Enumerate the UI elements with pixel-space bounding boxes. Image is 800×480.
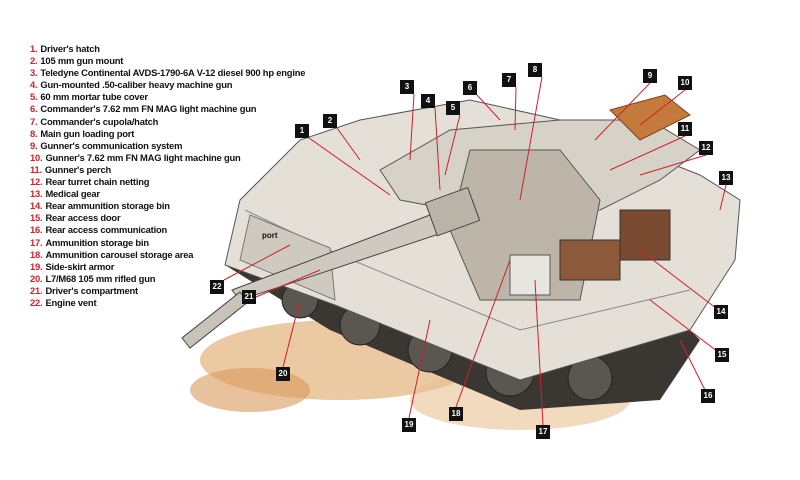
legend-item: 10.Gunner's 7.62 mm FN MAG light machine… — [30, 152, 305, 164]
legend-label: Commander's 7.62 mm FN MAG light machine… — [40, 103, 257, 115]
callout-18: 18 — [449, 407, 463, 421]
legend-item: 6.Commander's 7.62 mm FN MAG light machi… — [30, 103, 305, 115]
legend-number: 21. — [30, 284, 43, 296]
callout-10: 10 — [678, 76, 692, 90]
legend-number: 9. — [30, 139, 38, 151]
callout-3: 3 — [400, 80, 414, 94]
legend-item: 4.Gun-mounted .50-caliber heavy machine … — [30, 79, 305, 91]
legend-number: 22. — [30, 296, 43, 308]
legend-item: 17.Ammunition storage bin — [30, 237, 305, 249]
callout-15: 15 — [715, 348, 729, 362]
legend-number: 3. — [30, 67, 38, 79]
leader-lines — [223, 76, 727, 426]
legend-number: 7. — [30, 115, 38, 127]
legend-number: 20. — [30, 272, 43, 284]
legend-number: 1. — [30, 43, 38, 54]
legend-label: Driver's compartment — [45, 284, 138, 296]
legend-number: 2. — [30, 55, 38, 67]
legend-item: 2.105 mm gun mount — [30, 55, 305, 67]
legend-label: Rear access communication — [45, 224, 168, 236]
legend-label: Gunner's perch — [44, 163, 112, 175]
legend-item: 11.Gunner's perch — [30, 164, 305, 176]
legend-label: Ammunition storage bin — [45, 236, 149, 248]
legend-label: Gunner's 7.62 mm FN MAG light machine gu… — [45, 151, 241, 163]
callout-7: 7 — [502, 73, 516, 87]
legend-item: 15.Rear access door — [30, 212, 305, 224]
interior-cutaway — [449, 149, 671, 301]
callout-5: 5 — [446, 101, 460, 115]
legend-number: 4. — [30, 79, 38, 91]
legend-label: Driver's hatch — [40, 43, 100, 54]
legend-item: 9.Gunner's communication system — [30, 140, 305, 152]
legend-label: Medical gear — [45, 188, 100, 200]
legend-number: 12. — [30, 176, 43, 188]
legend-item: 5.60 mm mortar tube cover — [30, 91, 305, 103]
legend-item: 19.Side-skirt armor — [30, 261, 305, 273]
callout-2: 2 — [323, 114, 337, 128]
legend-item: 8.Main gun loading port — [30, 128, 305, 140]
legend-number: 15. — [30, 212, 43, 224]
legend-number: 18. — [30, 248, 43, 260]
callout-21: 21 — [242, 290, 256, 304]
legend-item: 12.Rear turret chain netting — [30, 176, 305, 188]
legend-label: Rear ammunition storage bin — [45, 200, 170, 212]
legend-label: Ammunition carousel storage area — [45, 248, 194, 260]
legend-label: Gunner's communication system — [40, 139, 183, 151]
callout-20: 20 — [276, 367, 290, 381]
legend-label: 105 mm gun mount — [40, 55, 124, 67]
legend-label: L7/M68 105 mm rifled gun — [45, 272, 156, 284]
callout-12: 12 — [699, 141, 713, 155]
legend-number: 16. — [30, 224, 43, 236]
callout-9: 9 — [643, 69, 657, 83]
legend-number: 14. — [30, 200, 43, 212]
callout-16: 16 — [701, 389, 715, 403]
legend-label: 60 mm mortar tube cover — [40, 91, 148, 103]
legend-number: 17. — [30, 236, 43, 248]
legend-item: 13.Medical gear — [30, 188, 305, 200]
callout-17: 17 — [536, 425, 550, 439]
legend-label: Rear access door — [45, 212, 121, 224]
legend-item: 1.Driver's hatch — [30, 43, 305, 55]
callout-11: 11 — [678, 122, 692, 136]
legend-item: 16.Rear access communication — [30, 224, 305, 236]
callout-6: 6 — [463, 81, 477, 95]
callout-19: 19 — [402, 418, 416, 432]
legend-label: Engine vent — [45, 296, 97, 308]
legend-label: Side-skirt armor — [45, 260, 115, 272]
main-gun — [181, 186, 481, 349]
legend-item: 21.Driver's compartment — [30, 285, 305, 297]
legend-item: 7.Commander's cupola/hatch — [30, 116, 305, 128]
legend-label: Main gun loading port — [40, 127, 135, 139]
legend-item: 18.Ammunition carousel storage area — [30, 249, 305, 261]
legend-item: 14.Rear ammunition storage bin — [30, 200, 305, 212]
legend-number: 5. — [30, 91, 38, 103]
legend-label: Rear turret chain netting — [45, 176, 150, 188]
callout-1: 1 — [295, 124, 309, 138]
legend-number: 11. — [30, 163, 42, 175]
legend-number: 8. — [30, 127, 38, 139]
legend-number: 10. — [30, 151, 43, 163]
legend-label: Teledyne Continental AVDS-1790-6A V-12 d… — [40, 67, 306, 79]
legend-item: 20.L7/M68 105 mm rifled gun — [30, 273, 305, 285]
legend-label: Gun-mounted .50-caliber heavy machine gu… — [40, 79, 233, 91]
callout-8: 8 — [528, 63, 542, 77]
callout-14: 14 — [714, 305, 728, 319]
legend-item: 22.Engine vent — [30, 297, 305, 309]
legend-number: 6. — [30, 103, 38, 115]
callout-22: 22 — [210, 280, 224, 294]
legend-item: 3.Teledyne Continental AVDS-1790-6A V-12… — [30, 67, 305, 79]
legend-label: Commander's cupola/hatch — [40, 115, 159, 127]
legend-number: 19. — [30, 260, 43, 272]
callout-13: 13 — [719, 171, 733, 185]
image-label-port: port — [262, 231, 278, 240]
callout-4: 4 — [421, 94, 435, 108]
legend-number: 13. — [30, 188, 43, 200]
